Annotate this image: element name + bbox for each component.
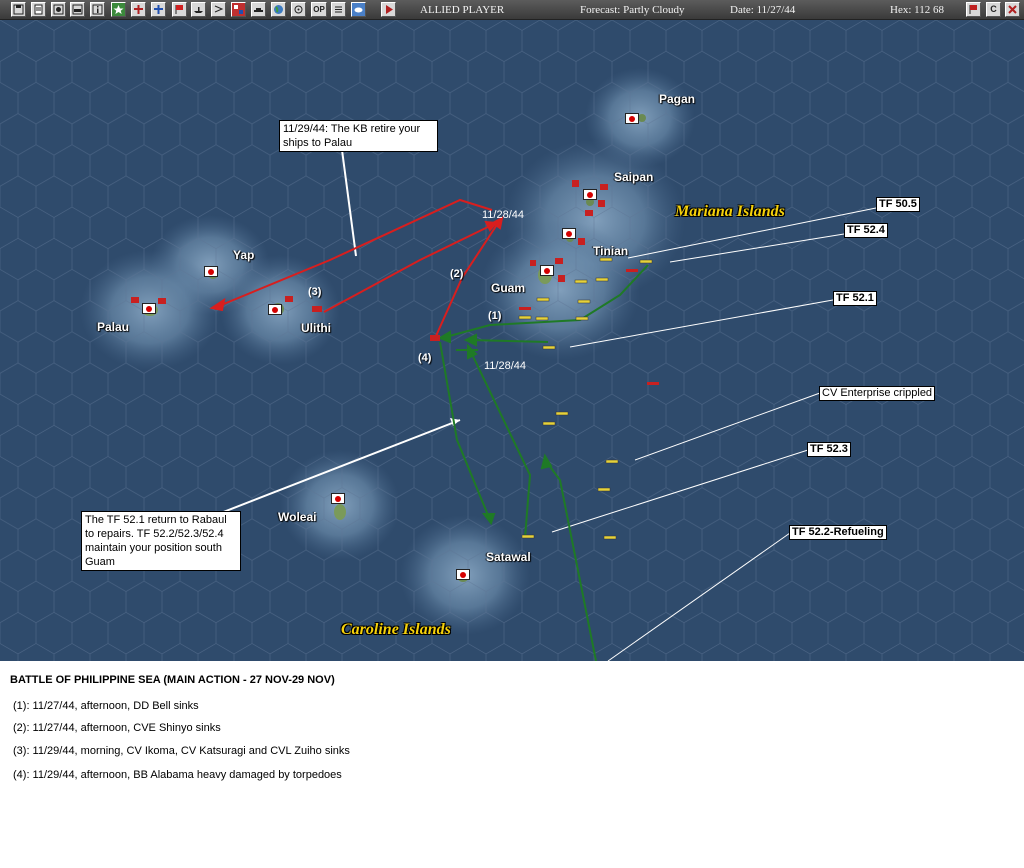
tf-label-52-3: TF 52.3: [807, 442, 851, 457]
event-line-3: (3): 11/29/44, morning, CV Ikoma, CV Kat…: [13, 745, 350, 757]
island-palau: Palau: [97, 320, 130, 334]
weather-icon[interactable]: [351, 2, 366, 17]
region-mariana: Mariana Islands: [675, 203, 785, 220]
base-flag-saipan[interactable]: [583, 189, 597, 200]
base-flag-guam[interactable]: [540, 265, 554, 276]
star-icon[interactable]: [111, 2, 126, 17]
flag-toggle-icon[interactable]: [966, 2, 981, 17]
callout-kb-retire: 11/29/44: The KB retire your ships to Pa…: [279, 120, 438, 152]
leader-tf521: [569, 299, 834, 348]
island-ulithi: Ulithi: [301, 321, 331, 335]
map-background: [0, 20, 1024, 661]
event-line-1: (1): 11/27/44, afternoon, DD Bell sinks: [13, 700, 199, 712]
date-label: Date: 11/27/44: [730, 4, 796, 16]
end-turn-icon[interactable]: [381, 2, 396, 17]
base-flag-woleai[interactable]: [331, 493, 345, 504]
base-flag-tinian[interactable]: [562, 228, 576, 239]
op-button[interactable]: OP: [311, 2, 327, 17]
close-icon[interactable]: [1005, 2, 1020, 17]
island-guam: Guam: [491, 281, 526, 295]
date-annotation-lower: 11/28/44: [484, 360, 527, 372]
leader-tf524: [669, 233, 845, 263]
toolbar: OP ALLIED PLAYER Forecast: Partly Cloudy…: [0, 0, 1024, 20]
event-marker-1: (1): [488, 310, 502, 322]
report-icon[interactable]: [31, 2, 46, 17]
leader-tf505: [627, 207, 877, 259]
player-label: ALLIED PLAYER: [420, 4, 505, 16]
tf-label-52-1: TF 52.1: [833, 291, 877, 306]
tf-label-enterprise: CV Enterprise crippled: [819, 386, 936, 401]
combat-icon[interactable]: [231, 2, 246, 17]
plane-icon[interactable]: [151, 2, 166, 17]
japanese-tracks: [209, 198, 504, 337]
allied-tracks: [437, 264, 649, 661]
center-button[interactable]: C: [986, 2, 1001, 17]
event-line-4: (4): 11/29/44, afternoon, BB Alabama hea…: [13, 769, 342, 781]
report-title: BATTLE OF PHILIPPINE SEA (MAIN ACTION - …: [10, 674, 335, 686]
globe-icon[interactable]: [271, 2, 286, 17]
fleet-icon[interactable]: [251, 2, 266, 17]
route-icon[interactable]: [211, 2, 226, 17]
sync-icon[interactable]: [291, 2, 306, 17]
list-icon[interactable]: [331, 2, 346, 17]
aircraft-icon[interactable]: [131, 2, 146, 17]
leader-enterprise: [634, 392, 821, 461]
island-yap: Yap: [233, 248, 255, 262]
base-flag-satawal[interactable]: [456, 569, 470, 580]
island-saipan: Saipan: [614, 170, 654, 184]
leader-tf522: [607, 532, 791, 661]
tf-label-50-5: TF 50.5: [876, 197, 920, 212]
ships-icon[interactable]: [70, 2, 85, 17]
tf-label-52-4: TF 52.4: [844, 223, 888, 238]
hex-map[interactable]: Pagan Saipan Tinian Guam Yap Palau Ulith…: [0, 20, 1024, 661]
island-woleai: Woleai: [278, 510, 317, 524]
callout-tf-return: The TF 52.1 return to Rabaul to repairs.…: [81, 511, 241, 571]
save-icon[interactable]: [11, 2, 26, 17]
island-satawal: Satawal: [486, 550, 531, 564]
info-icon[interactable]: [90, 2, 105, 17]
event-marker-2: (2): [450, 268, 464, 280]
island-tinian: Tinian: [593, 244, 629, 258]
callout-leader-kb: [341, 149, 357, 257]
battle-report: BATTLE OF PHILIPPINE SEA (MAIN ACTION - …: [0, 661, 1024, 868]
hex-label: Hex: 112 68: [890, 4, 944, 16]
tf-label-52-2: TF 52.2-Refueling: [789, 525, 887, 540]
forecast-label: Forecast: Partly Cloudy: [580, 4, 685, 16]
event-marker-3: (3): [308, 286, 322, 298]
bases-icon[interactable]: [51, 2, 66, 17]
flag-icon[interactable]: [172, 2, 187, 17]
region-caroline: Caroline Islands: [341, 621, 451, 638]
callout-leader-return: [207, 419, 461, 519]
leader-tf523: [551, 449, 809, 533]
japanese-ship-counters: [131, 180, 659, 385]
taskforce-icon[interactable]: [191, 2, 206, 17]
allied-ship-counters: [518, 257, 653, 540]
base-flag-ulithi[interactable]: [268, 304, 282, 315]
event-line-2: (2): 11/27/44, afternoon, CVE Shinyo sin…: [13, 722, 221, 734]
base-flag-yap[interactable]: [204, 266, 218, 277]
date-annotation-upper: 11/28/44: [482, 209, 525, 221]
island-pagan: Pagan: [659, 92, 696, 106]
event-marker-4: (4): [418, 352, 432, 364]
base-flag-palau[interactable]: [142, 303, 156, 314]
base-flag-pagan[interactable]: [625, 113, 639, 124]
